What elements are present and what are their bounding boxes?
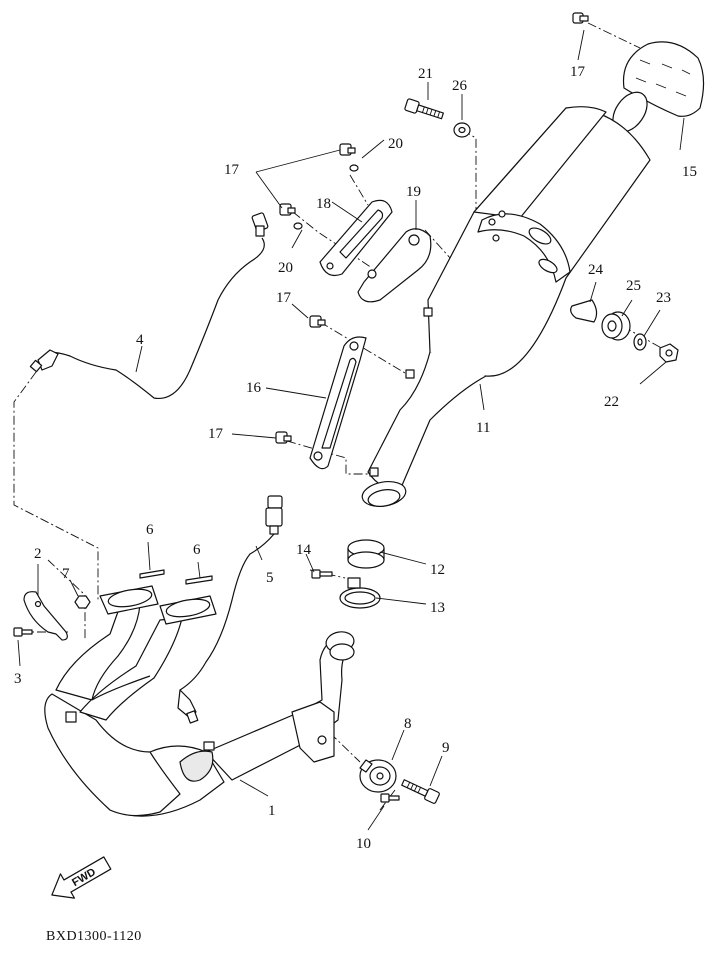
bolt-17d bbox=[309, 315, 326, 328]
bolt-21 bbox=[404, 98, 444, 120]
callout-6a: 6 bbox=[146, 522, 154, 538]
callout-20a: 20 bbox=[388, 136, 403, 152]
callout-13: 13 bbox=[430, 600, 445, 616]
nut-7 bbox=[74, 595, 91, 609]
end-cap-part bbox=[612, 41, 705, 133]
callout-1: 1 bbox=[268, 803, 276, 819]
callout-12: 12 bbox=[430, 562, 445, 578]
callout-17c: 17 bbox=[276, 290, 292, 306]
callout-11: 11 bbox=[476, 420, 490, 436]
muffler-part bbox=[361, 106, 651, 508]
bolt-10 bbox=[380, 793, 400, 803]
callout-9: 9 bbox=[442, 740, 450, 756]
bracket-18-part bbox=[319, 199, 393, 277]
bolt-3 bbox=[13, 627, 33, 637]
callout-3: 3 bbox=[14, 671, 22, 687]
fwd-label: FWD bbox=[70, 866, 98, 889]
damper-8-part bbox=[359, 759, 397, 793]
callout-24: 24 bbox=[588, 262, 604, 278]
clamp-13-part bbox=[311, 569, 381, 609]
bolt-17b bbox=[339, 143, 356, 156]
bracket-16-part bbox=[309, 336, 367, 470]
callout-20b: 20 bbox=[278, 260, 293, 276]
callout-25: 25 bbox=[626, 278, 641, 294]
bolt-17a bbox=[572, 12, 589, 24]
callout-17b: 17 bbox=[224, 162, 240, 178]
bolt-9 bbox=[401, 779, 440, 804]
bolt-14 bbox=[311, 569, 333, 579]
callout-15: 15 bbox=[682, 164, 697, 180]
callout-17d: 17 bbox=[208, 426, 224, 442]
callout-17a: 17 bbox=[570, 64, 586, 80]
callout-5: 5 bbox=[266, 570, 274, 586]
callout-8: 8 bbox=[404, 716, 412, 732]
callout-4: 4 bbox=[136, 332, 144, 348]
protector-2-part bbox=[23, 591, 68, 641]
exhaust-header-1-part bbox=[44, 585, 355, 817]
bolt-17c bbox=[279, 203, 296, 216]
callout-19: 19 bbox=[406, 184, 421, 200]
o2-sensor-4-part bbox=[29, 212, 269, 400]
bolt-17e bbox=[275, 431, 292, 444]
callout-26: 26 bbox=[452, 78, 468, 94]
fwd-arrow-icon: FWD bbox=[51, 856, 112, 899]
leader-lines bbox=[17, 29, 685, 831]
callout-14: 14 bbox=[296, 542, 312, 558]
gasket-12-part bbox=[347, 539, 385, 569]
callout-labels: 1 2 3 4 5 6 6 7 8 9 10 11 12 13 14 15 16… bbox=[14, 64, 697, 852]
gasket-6-parts bbox=[139, 569, 213, 585]
callout-18: 18 bbox=[316, 196, 331, 212]
callout-10: 10 bbox=[356, 836, 371, 852]
callout-2: 2 bbox=[34, 546, 42, 562]
drawing-code: BXD1300-1120 bbox=[46, 929, 142, 944]
callout-16: 16 bbox=[246, 380, 262, 396]
callout-7: 7 bbox=[62, 566, 70, 582]
callout-23: 23 bbox=[656, 290, 671, 306]
callout-21: 21 bbox=[418, 66, 433, 82]
fasteners-group bbox=[275, 12, 679, 444]
callout-22: 22 bbox=[604, 394, 619, 410]
callout-6b: 6 bbox=[193, 542, 201, 558]
bracket-19-part bbox=[357, 228, 432, 303]
